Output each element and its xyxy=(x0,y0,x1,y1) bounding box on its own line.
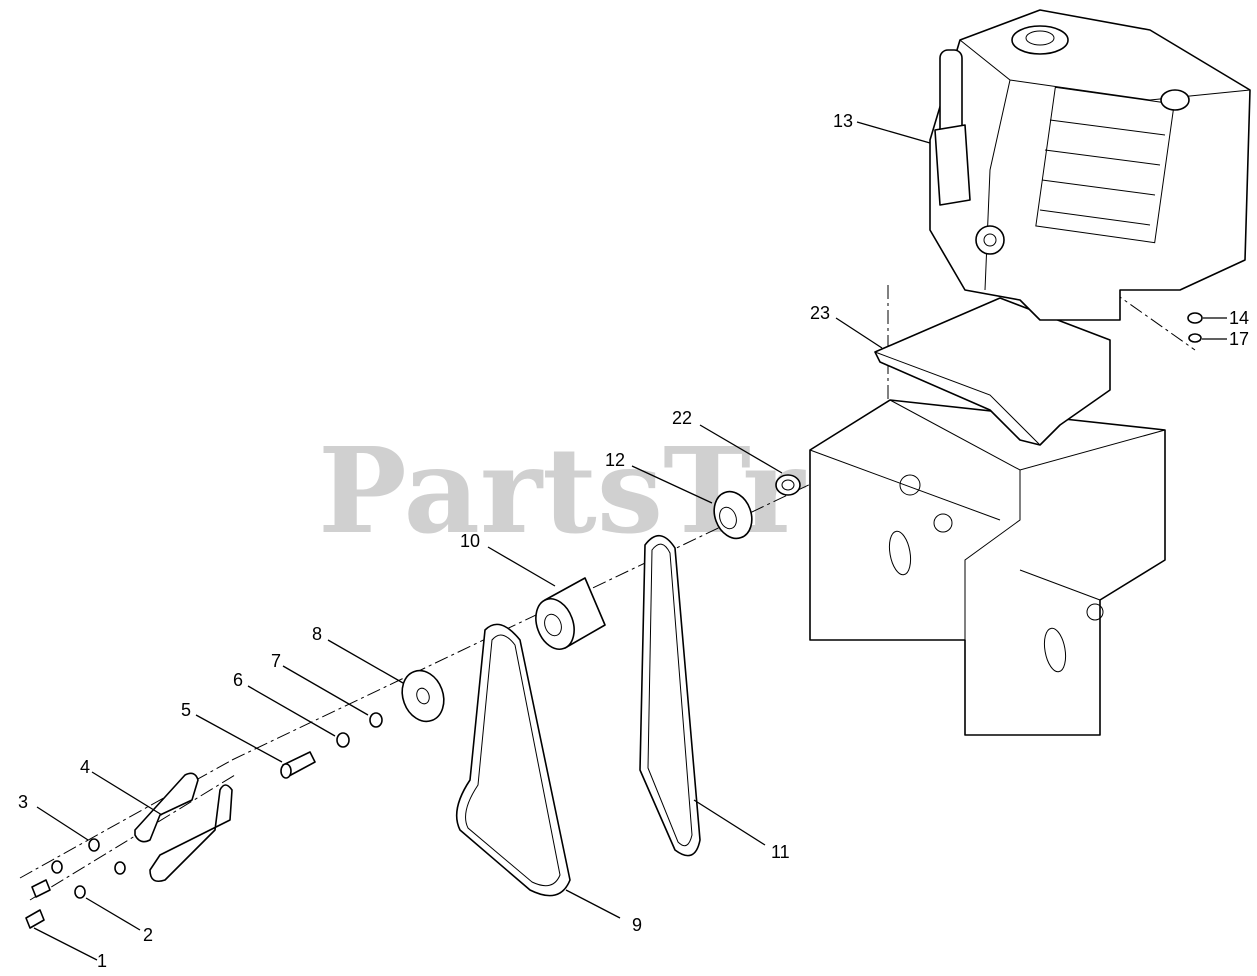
part-4-bracket xyxy=(134,772,233,883)
callout-7: 7 xyxy=(271,651,281,671)
callout-12: 12 xyxy=(605,450,625,470)
part-3-washer xyxy=(88,838,100,852)
part-5-bolt xyxy=(280,751,316,779)
part-14-nut xyxy=(1187,312,1203,324)
engine xyxy=(929,9,1251,321)
chassis-frame xyxy=(809,399,1166,736)
leader-lines xyxy=(33,121,1227,961)
part-3-washer-b xyxy=(51,860,63,874)
part-12-pulley xyxy=(713,490,753,540)
part-2-washer xyxy=(114,861,126,875)
part-8-pulley xyxy=(401,669,445,723)
part-1-bolts xyxy=(25,879,51,929)
callout-8: 8 xyxy=(312,624,322,644)
part-9-belt xyxy=(455,623,571,897)
callout-9: 9 xyxy=(632,915,642,935)
callout-1: 1 xyxy=(97,951,107,971)
callout-22: 22 xyxy=(672,408,692,428)
part-7-washer xyxy=(369,712,383,728)
part-10-idler-pulley xyxy=(535,577,606,650)
callout-13: 13 xyxy=(833,111,853,131)
part-11-belt xyxy=(639,534,701,857)
callout-10: 10 xyxy=(460,531,480,551)
callout-17: 17 xyxy=(1229,329,1249,349)
callout-5: 5 xyxy=(181,700,191,720)
callout-14: 14 xyxy=(1229,308,1249,328)
part-22-bushing xyxy=(775,474,801,496)
callout-2: 2 xyxy=(143,925,153,945)
callout-labels: 13 23 14 17 22 12 10 8 7 6 5 4 3 2 1 9 1… xyxy=(18,111,1249,971)
callout-23: 23 xyxy=(810,303,830,323)
callout-3: 3 xyxy=(18,792,28,812)
part-17-washer xyxy=(1188,333,1202,343)
part-6-washer xyxy=(336,732,350,748)
callout-4: 4 xyxy=(80,757,90,777)
part-2-washer-b xyxy=(74,885,86,899)
callout-6: 6 xyxy=(233,670,243,690)
callout-11: 11 xyxy=(771,842,790,862)
